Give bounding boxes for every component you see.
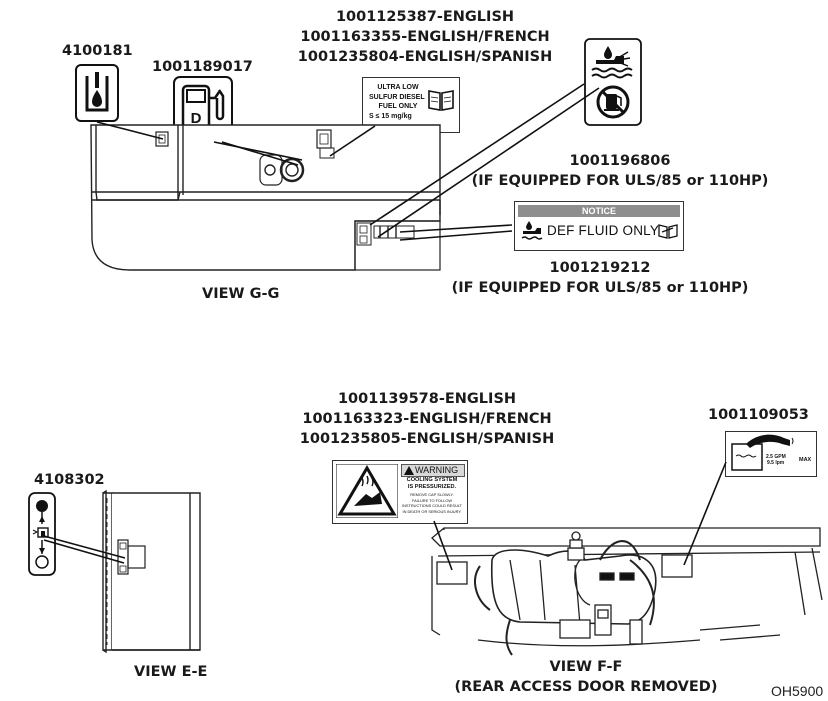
label-1001219212-number: 1001219212: [549, 260, 651, 276]
view-ff-leader-lines: [433, 461, 727, 571]
ulsd-text: ULTRA LOW SULFUR DIESEL FUEL ONLY S ≤ 15…: [369, 83, 427, 121]
label-1001189017: 1001189017: [152, 59, 253, 75]
burn-hazard-icon: [336, 464, 398, 518]
label-4108302: 4108302: [34, 472, 105, 488]
decal-cooling-warning: WARNING COOLING SYSTEM IS PRESSURIZED. R…: [332, 460, 468, 524]
decal-ulsd-fuel-only: ULTRA LOW SULFUR DIESEL FUEL ONLY S ≤ 15…: [362, 77, 460, 133]
fuel-pump-letter: D: [191, 110, 202, 127]
fuel-decal-line-french: 1001163355-ENGLISH/FRENCH: [300, 29, 550, 45]
capacity-lpm: 9.5 lpm: [767, 460, 785, 466]
view-gg-leader-lines: [96, 83, 600, 241]
warning-decal-line-french: 1001163323-ENGLISH/FRENCH: [302, 411, 552, 427]
label-1001219212-note: (IF EQUIPPED FOR ULS/85 or 110HP): [451, 280, 749, 296]
warning-body-line-4: IN DEATH OR SERIOUS INJURY.: [402, 508, 462, 514]
ulsd-line-1: ULTRA LOW: [377, 84, 419, 91]
decal-1001196806: [584, 38, 642, 126]
ulsd-line-2: SULFUR DIESEL: [369, 93, 425, 101]
warning-body: REMOVE CAP SLOWLY. FAILURE TO FOLLOW INS…: [399, 492, 465, 514]
label-4100181: 4100181: [62, 43, 133, 59]
view-ff-caption-note: (REAR ACCESS DOOR REMOVED): [454, 679, 718, 695]
decal-1001219212: NOTICE DEF FLUID ONLY: [514, 201, 684, 251]
view-ff-caption: VIEW F-F (REAR ACCESS DOOR REMOVED): [436, 657, 736, 697]
fill-container-icon: [731, 434, 794, 471]
view-ee-leader-line: [43, 535, 126, 564]
capacity-gpm: 2.5 GPM: [766, 454, 786, 460]
view-ee-drawing: [102, 489, 201, 654]
warning-body-line-1: REMOVE CAP SLOWLY.: [410, 492, 454, 497]
view-gg-caption: VIEW G-G: [202, 286, 280, 302]
warning-title: COOLING SYSTEM IS PRESSURIZED.: [401, 477, 463, 490]
decal-4100181: [75, 64, 119, 122]
warning-body-line-3: INSTRUCTIONS COULD RESULT: [401, 503, 463, 508]
figure-code: OH5900: [771, 683, 824, 699]
decal-1001189017: D: [173, 76, 233, 141]
fuel-decal-part-numbers: 1001125387-ENGLISH 1001163355-ENGLISH/FR…: [270, 7, 580, 67]
capacity-max: MAX: [799, 457, 812, 463]
view-ee-caption: VIEW E-E: [134, 664, 208, 680]
warning-decal-line-spanish: 1001235805-ENGLISH/SPANISH: [299, 431, 555, 447]
capacity-flow: 2.5 GPM 9.5 lpm: [766, 454, 786, 466]
warning-body-line-2: FAILURE TO FOLLOW: [411, 497, 453, 503]
label-1001219212: 1001219212 (IF EQUIPPED FOR ULS/85 or 11…: [410, 258, 790, 298]
manual-book-icon: [428, 90, 454, 111]
warning-triangle-icon: [404, 466, 414, 475]
view-ff-drawing: [431, 527, 823, 656]
warning-decal-part-numbers: 1001139578-ENGLISH 1001163323-ENGLISH/FR…: [262, 389, 592, 449]
warning-header-bar: WARNING: [401, 464, 465, 477]
decal-1001109053: 2.5 GPM 9.5 lpm MAX: [725, 431, 817, 477]
warning-decal-line-english: 1001139578-ENGLISH: [337, 391, 517, 407]
manual-book-icon: [658, 224, 678, 239]
def-fill-icon: [521, 221, 543, 240]
label-1001196806-number: 1001196806: [569, 153, 671, 169]
warning-title-line-2: IS PRESSURIZED.: [407, 483, 457, 490]
view-gg-drawing: [90, 124, 441, 271]
view-ff-caption-title: VIEW F-F: [549, 659, 623, 675]
notice-header: NOTICE: [518, 205, 680, 217]
notice-text: DEF FLUID ONLY: [547, 223, 660, 238]
label-1001196806: 1001196806 (IF EQUIPPED FOR ULS/85 or 11…: [430, 151, 810, 191]
label-1001109053: 1001109053: [708, 407, 809, 423]
warning-header: WARNING: [415, 465, 459, 475]
ulsd-line-4: S ≤ 15 mg/kg: [369, 112, 412, 120]
label-1001196806-note: (IF EQUIPPED FOR ULS/85 or 110HP): [471, 173, 769, 189]
warning-title-line-1: COOLING SYSTEM: [406, 477, 458, 483]
ulsd-line-3: FUEL ONLY: [378, 103, 418, 110]
fuel-decal-line-spanish: 1001235804-ENGLISH/SPANISH: [297, 49, 553, 65]
decal-4108302: [28, 492, 56, 576]
fuel-decal-line-english: 1001125387-ENGLISH: [335, 9, 515, 25]
